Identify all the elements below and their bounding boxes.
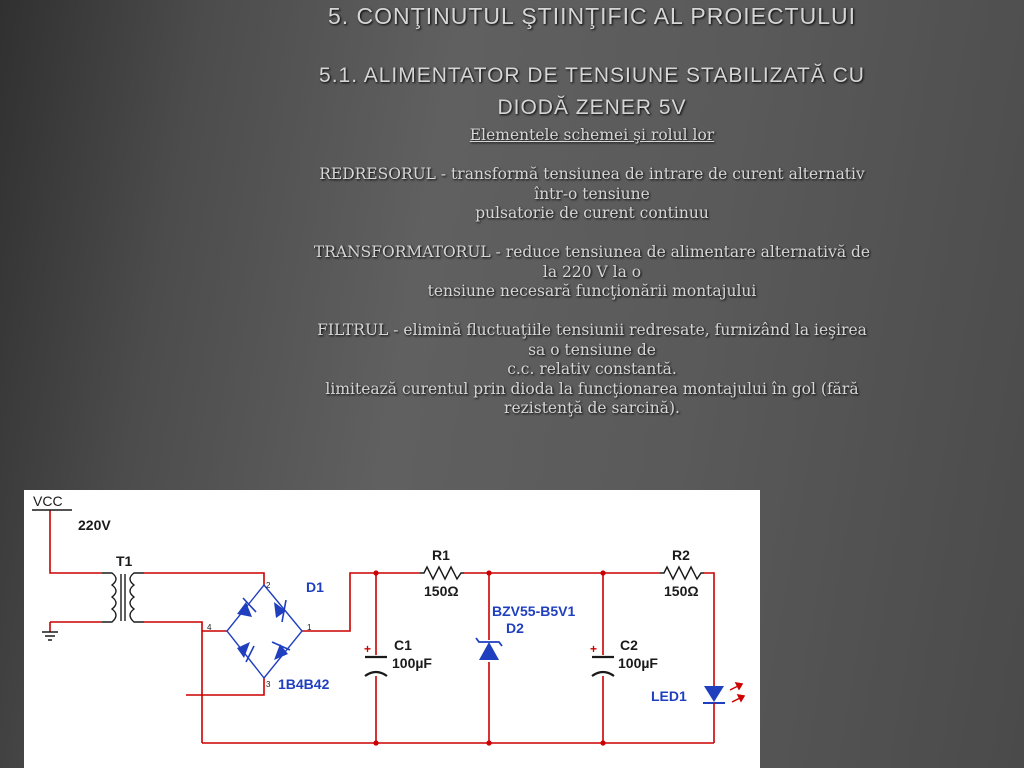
led-label: LED1 <box>651 688 687 704</box>
wires <box>49 510 715 744</box>
transformer-label: T1 <box>116 553 133 569</box>
led-1: LED1 <box>651 678 746 712</box>
circuit-schematic: VCC 220V T1 2 <box>24 490 760 768</box>
redresor-line-1: REDRESORUL - transformă tensiunea de int… <box>319 165 865 183</box>
redresor-line-3: pulsatorie de curent continuu <box>475 204 709 222</box>
c1-value: 100µF <box>392 655 432 671</box>
zener-diode-d2: BZV55-B5V1 D2 <box>475 603 575 660</box>
junction-dots <box>373 570 606 746</box>
c1-label: C1 <box>394 637 412 653</box>
r1-value: 150Ω <box>424 583 459 599</box>
subtitle-line-2: DIODĂ ZENER 5V <box>497 96 687 119</box>
led-light-arrows-icon <box>729 682 746 703</box>
vcc-symbol: VCC 220V <box>32 493 111 533</box>
bridge-rectifier-d1: 2 4 1 3 D1 1B4B42 <box>207 579 330 692</box>
ground-icon <box>42 631 58 641</box>
slide-title-text: 5. CONŢINUTUL ŞTIINŢIFIC AL PROIECTULUI <box>327 3 857 29</box>
subtitle-line-1: 5.1. ALIMENTATOR DE TENSIUNE STABILIZATĂ… <box>319 64 865 87</box>
capacitor-c1: + C1 100µF <box>364 637 432 677</box>
resistor-r1: R1 150Ω <box>420 547 464 599</box>
c1-plus: + <box>364 642 371 656</box>
filtru-line-2: sa o tensiune de <box>528 340 656 359</box>
transformer-t1: T1 <box>102 553 144 623</box>
transformator-line-2: la 220 V la o <box>542 262 642 281</box>
filtru-line-3: c.c. relativ constantă. <box>507 360 677 378</box>
capacitor-c2: + C2 100µF <box>590 637 658 677</box>
vcc-label: VCC <box>33 493 63 509</box>
section-heading: Elementele schemei şi rolul lor <box>469 126 715 144</box>
zener-label: D2 <box>506 620 524 636</box>
zener-model: BZV55-B5V1 <box>492 603 575 619</box>
bridge-pin-4: 4 <box>207 623 212 632</box>
r1-label: R1 <box>432 547 450 563</box>
filtru-line-5: rezistenţă de sarcină). <box>504 399 680 417</box>
r2-value: 150Ω <box>664 583 699 599</box>
transformator-line-1: TRANSFORMATORUL - reduce tensiunea de al… <box>313 243 871 261</box>
bridge-model: 1B4B42 <box>278 676 330 692</box>
bridge-label: D1 <box>306 579 324 595</box>
transformator-line-3: tensiune necesară funcţionării montajulu… <box>427 282 757 300</box>
c2-plus: + <box>590 642 597 656</box>
filtru-line-1: FILTRUL - elimină fluctuaţiile tensiunii… <box>317 321 867 339</box>
bridge-pin-1: 1 <box>307 623 312 632</box>
slide-body: Elementele schemei şi rolul lor REDRESOR… <box>232 126 952 419</box>
bridge-pin-2: 2 <box>266 581 271 590</box>
c2-value: 100µF <box>618 655 658 671</box>
slide-subtitle: 5.1. ALIMENTATOR DE TENSIUNE STABILIZATĂ… <box>232 60 952 124</box>
filtru-line-4: limitează curentul prin dioda la funcţio… <box>325 379 859 398</box>
bridge-pin-3: 3 <box>266 680 271 689</box>
c2-label: C2 <box>620 637 638 653</box>
redresor-line-2: într-o tensiune <box>534 184 650 203</box>
vcc-value: 220V <box>78 517 111 533</box>
resistor-r2: R2 150Ω <box>660 547 704 599</box>
slide-title: 5. CONŢINUTUL ŞTIINŢIFIC AL PROIECTULUI <box>232 0 952 32</box>
r2-label: R2 <box>672 547 690 563</box>
